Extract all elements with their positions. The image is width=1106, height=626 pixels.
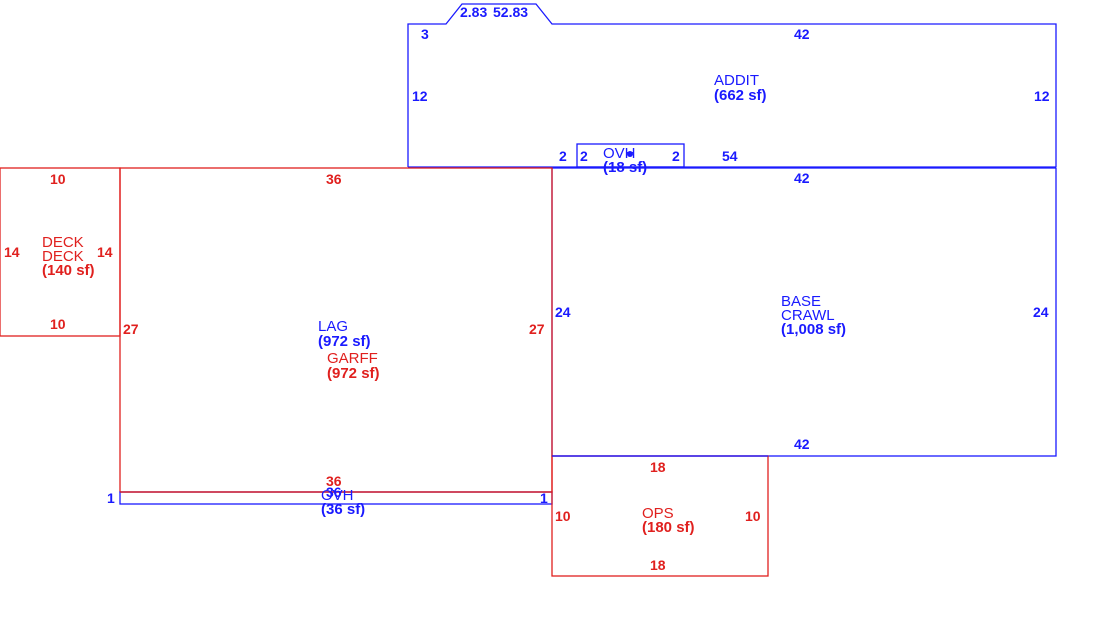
ops-label: OPS bbox=[642, 505, 674, 522]
lag-dim-top: 36 bbox=[326, 171, 342, 187]
deck-dim-right: 14 bbox=[97, 244, 113, 260]
lag-dim-left: 27 bbox=[123, 321, 139, 337]
base-dim-bottom: 42 bbox=[794, 436, 810, 452]
ovh-bottom-area: 1 1 36 OVH (36 sf) bbox=[107, 484, 553, 518]
garff-area-label: (972 sf) bbox=[327, 365, 380, 382]
deck-dim-bottom: 10 bbox=[50, 316, 66, 332]
ovh-top-outline bbox=[576, 143, 685, 168]
base-dim-right: 24 bbox=[1033, 304, 1049, 320]
base-dim-top: 42 bbox=[794, 170, 810, 186]
addit-dim-bay-left: 2.83 bbox=[460, 4, 487, 20]
ovh-top-marker bbox=[627, 151, 633, 157]
lag-dim-bottom: 36 bbox=[326, 473, 342, 489]
ops-dim-top: 18 bbox=[650, 459, 666, 475]
addit-area-label: (662 sf) bbox=[714, 87, 767, 104]
ovh-bottom-label: OVH bbox=[321, 487, 354, 504]
base-label-1: BASE bbox=[781, 293, 821, 310]
base-area-label: (1,008 sf) bbox=[781, 321, 846, 338]
ovh-bottom-area-label: (36 sf) bbox=[321, 501, 365, 518]
lag-area: 36 27 27 36 LAG (972 sf) GARFF (972 sf) bbox=[119, 167, 553, 493]
ovh-top-dim-left: 2 bbox=[580, 148, 588, 164]
ovh-top-dim-right: 2 bbox=[672, 148, 680, 164]
ops-dim-right: 10 bbox=[745, 508, 761, 524]
lag-area-label: (972 sf) bbox=[318, 333, 371, 350]
ovh-top-label: OVH bbox=[603, 145, 636, 162]
deck-area-label: (140 sf) bbox=[42, 262, 95, 279]
addit-dim-bottom-left: 2 bbox=[559, 148, 567, 164]
deck-label-1: DECK bbox=[42, 234, 84, 251]
deck-label-2: DECK bbox=[42, 248, 84, 265]
ovh-bottom-dim-left: 1 bbox=[107, 490, 115, 506]
addit-dim-left: 12 bbox=[412, 88, 428, 104]
addit-label: ADDIT bbox=[714, 72, 759, 89]
ops-area-label: (180 sf) bbox=[642, 519, 695, 536]
addit-area: 3 2.83 52.83 42 12 12 2 54 ADDIT (662 sf… bbox=[407, 3, 1057, 168]
ops-dim-bottom: 18 bbox=[650, 557, 666, 573]
ops-area: 18 18 10 10 OPS (180 sf) bbox=[551, 455, 769, 577]
addit-dim-bay-right: 52.83 bbox=[493, 4, 528, 20]
base-area: 42 24 24 42 BASE CRAWL (1,008 sf) bbox=[551, 167, 1057, 457]
deck-dim-left: 14 bbox=[4, 244, 20, 260]
addit-dim-bottom: 54 bbox=[722, 148, 738, 164]
ovh-top-area: 2 2 OVH (18 sf) bbox=[576, 143, 685, 176]
deck-dim-top: 10 bbox=[50, 171, 66, 187]
deck-area: 10 10 14 14 DECK DECK (140 sf) bbox=[0, 167, 121, 337]
base-label-2: CRAWL bbox=[781, 307, 835, 324]
ovh-bottom-dim-right: 1 bbox=[540, 490, 548, 506]
lag-dim-right: 27 bbox=[529, 321, 545, 337]
addit-dim-right: 12 bbox=[1034, 88, 1050, 104]
lag-label: LAG bbox=[318, 318, 348, 335]
addit-dim-top-left: 3 bbox=[421, 26, 429, 42]
deck-outline bbox=[0, 167, 121, 337]
addit-outline bbox=[407, 3, 1057, 167]
base-dim-left: 24 bbox=[555, 304, 571, 320]
addit-dim-top: 42 bbox=[794, 26, 810, 42]
garff-label: GARFF bbox=[327, 350, 378, 367]
ops-dim-left: 10 bbox=[555, 508, 571, 524]
ovh-bottom-dim-top: 36 bbox=[326, 484, 342, 500]
